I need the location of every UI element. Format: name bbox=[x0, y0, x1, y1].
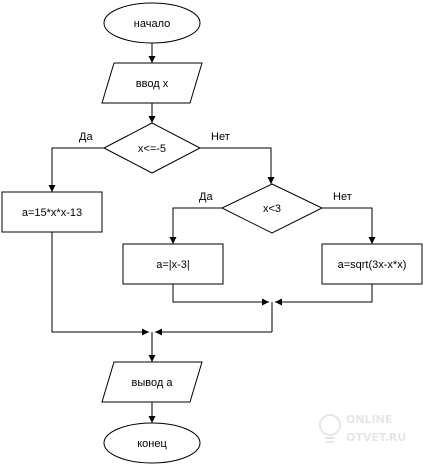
edge-decision1-no bbox=[200, 147, 275, 184]
decision2-node: x<3 bbox=[220, 183, 324, 234]
edge-process2-to-join bbox=[172, 284, 269, 306]
process2-node: a=|x-3| bbox=[122, 243, 224, 285]
end-node: конец bbox=[103, 422, 201, 464]
process3-label: a=sqrt(3x-x*x) bbox=[338, 259, 407, 271]
edge-process1-to-merge bbox=[51, 232, 149, 336]
process1-node: a=15*x*x-13 bbox=[1, 191, 103, 233]
start-label: начало bbox=[134, 18, 170, 30]
process3-node: a=sqrt(3x-x*x) bbox=[321, 243, 423, 285]
decision2-label: x<3 bbox=[263, 203, 281, 215]
watermark-line1: ONLINE bbox=[346, 413, 392, 426]
process1-label: a=15*x*x-13 bbox=[22, 207, 82, 219]
edge-process3-to-join bbox=[275, 284, 373, 306]
input-node: ввод x bbox=[101, 62, 203, 104]
connectors bbox=[48, 43, 376, 423]
edge-decision1-yes bbox=[48, 147, 104, 192]
lightbulb-icon bbox=[319, 414, 341, 443]
process2-label: a=|x-3| bbox=[156, 259, 190, 271]
decision2-no-label: Нет bbox=[333, 191, 352, 203]
input-label: ввод x bbox=[136, 78, 169, 90]
output-node: вывод a bbox=[101, 361, 203, 403]
decision1-node: x<=-5 bbox=[102, 122, 202, 174]
decision2-yes-label: Да bbox=[199, 191, 213, 203]
end-label: конец bbox=[137, 438, 167, 450]
decision1-no-label: Нет bbox=[211, 131, 230, 143]
edge-decision2-no bbox=[322, 207, 376, 244]
decision1-label: x<=-5 bbox=[138, 143, 166, 155]
start-node: начало bbox=[103, 2, 201, 44]
watermark-line2: OTVET.RU bbox=[346, 431, 406, 444]
output-label: вывод a bbox=[132, 377, 174, 389]
edge-decision2-yes bbox=[169, 207, 222, 244]
decision1-yes-label: Да bbox=[79, 131, 93, 143]
watermark: ONLINE OTVET.RU bbox=[319, 413, 406, 444]
